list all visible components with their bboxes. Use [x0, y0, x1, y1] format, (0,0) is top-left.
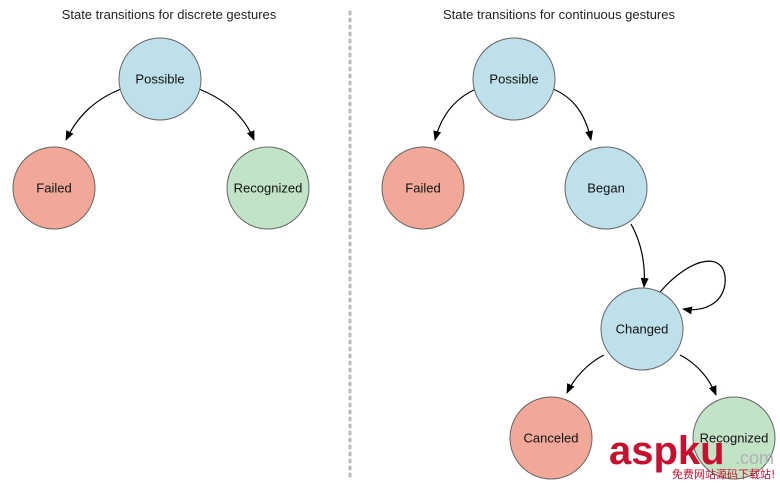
right-node-possible-label: Possible — [489, 72, 538, 87]
left-node-recognized-circle — [226, 146, 310, 230]
right-node-failed: Failed — [381, 146, 465, 230]
left-node-possible-circle — [118, 37, 202, 121]
left-node-possible: Possible — [118, 37, 202, 121]
right-node-recognized-label: Recognized — [700, 431, 769, 446]
right-node-recognized-circle — [692, 396, 776, 480]
edge-right-possible-to-began — [552, 88, 594, 141]
right-node-failed-label: Failed — [405, 181, 440, 196]
edge-right-possible-to-failed — [433, 88, 477, 141]
left-node-recognized: Recognized — [226, 146, 310, 230]
edge-right-changed-to-recognized — [679, 354, 717, 396]
right-node-canceled: Canceled — [509, 396, 593, 480]
edge-left-possible-to-recognized — [198, 88, 255, 141]
right-node-began-label: Began — [587, 181, 625, 196]
watermark-sub-text: 免费网站源码下载站! — [672, 467, 775, 481]
left-panel-title: State transitions for discrete gestures — [62, 7, 277, 22]
right-node-canceled-circle — [509, 396, 593, 480]
edge-right-changed-to-canceled — [566, 354, 605, 394]
right-panel-title: State transitions for continuous gesture… — [443, 7, 675, 22]
left-node-failed: Failed — [12, 146, 96, 230]
right-node-possible: Possible — [472, 37, 556, 121]
left-node-failed-circle — [12, 146, 96, 230]
watermark: aspku .com 免费网站源码下载站! — [609, 429, 775, 481]
edge-right-changed-self-loop — [659, 260, 726, 315]
right-node-began: Began — [564, 146, 648, 230]
edge-right-began-to-changed — [630, 223, 649, 288]
right-node-recognized: Recognized — [692, 396, 776, 480]
right-node-canceled-label: Canceled — [524, 431, 579, 446]
left-node-recognized-label: Recognized — [234, 181, 303, 196]
watermark-main-text: aspku — [609, 429, 725, 473]
edge-left-possible-to-failed — [65, 88, 122, 141]
right-node-failed-circle — [381, 146, 465, 230]
left-node-failed-label: Failed — [36, 181, 71, 196]
left-node-possible-label: Possible — [135, 72, 184, 87]
right-node-began-circle — [564, 146, 648, 230]
right-node-changed-circle — [600, 287, 684, 371]
right-node-changed: Changed — [600, 287, 684, 371]
right-node-changed-label: Changed — [616, 322, 669, 337]
watermark-dotcom-text: .com — [735, 448, 774, 468]
right-node-possible-circle — [472, 37, 556, 121]
